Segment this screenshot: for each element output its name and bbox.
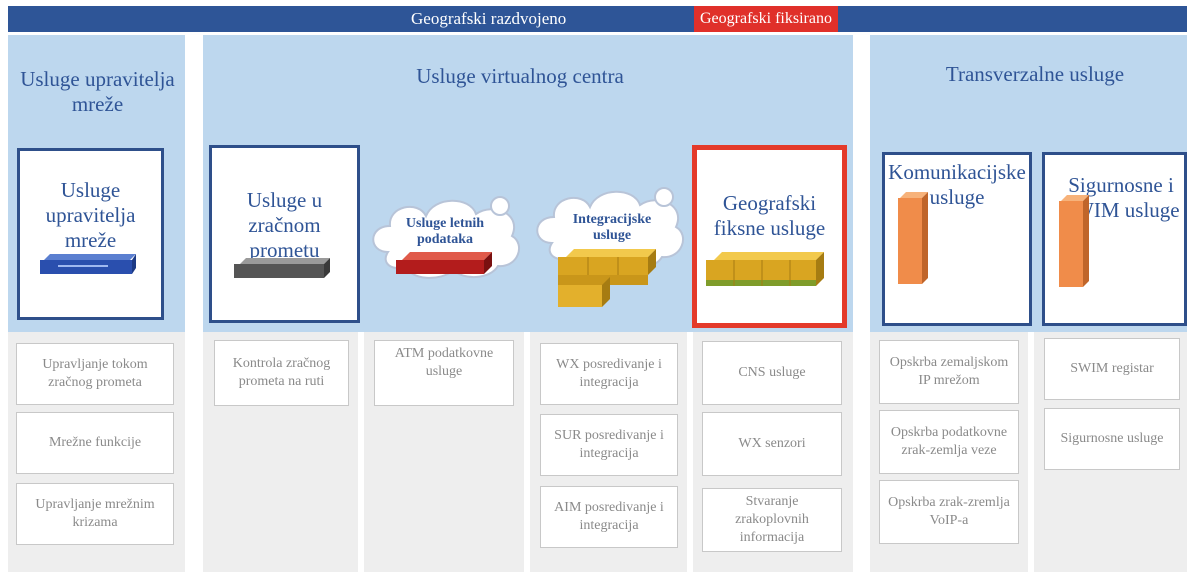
service-box: WX posredivanje i integracija [540,343,678,405]
geo-separated-label: Geografski razdvojeno [411,9,567,28]
server-stack-icon [558,249,656,307]
virtual-center-heading: Usluge virtualnog centra [416,64,624,88]
service-box: WX senzori [702,412,842,476]
service-box: Opskrba zrak-zremlja VoIP-a [879,480,1019,544]
server-tower-icon [898,192,928,284]
network-manager-card [17,148,164,320]
geo-fixed-label: Geografski fiksirano [694,6,838,32]
service-box: Stvaranje zrakoplovnih informacija [702,488,842,552]
service-box: Opskrba zemaljskom IP mrežom [879,340,1019,404]
atc-card-title: Usluge u zračnom prometu [246,188,323,262]
server-icon [396,252,492,274]
network-manager-heading: Usluge upravitelja mreže [20,67,175,116]
server-icon [40,254,136,274]
service-box: SUR posredivanje i integracija [540,414,678,476]
server-stack-icon [706,252,824,286]
transversal-heading: Transverzalne usluge [945,62,1125,86]
service-box: ATM podatkovne usluge [374,340,514,406]
server-tower-icon [1059,195,1089,287]
geo-fixed-card-title: Geografski fiksne usluge [713,191,826,240]
service-box: Upravljanje tokom zračnog prometa [16,343,174,405]
top-bar [8,6,1187,32]
service-box: Opskrba podatkovne zrak-zemlja veze [879,410,1019,474]
network-manager-card-title: Usluge upravitelja mreže [45,178,136,252]
service-box: AIM posredivanje i integracija [540,486,678,548]
atc-card [209,145,360,323]
comms-card-title: Komunikacijske usluge [888,160,1026,209]
service-box: Kontrola zračnog prometa na ruti [214,340,349,406]
service-box: CNS usluge [702,341,842,405]
server-icon [234,258,330,278]
geo-fixed-card [692,145,847,328]
integration-title: Integracijske usluge [572,212,652,243]
flight-data-title: Usluge letnih podataka [405,216,485,247]
service-box: Sigurnosne usluge [1044,408,1180,470]
service-box: Upravljanje mrežnim krizama [16,483,174,545]
service-box: SWIM registar [1044,338,1180,400]
service-box: Mrežne funkcije [16,412,174,474]
